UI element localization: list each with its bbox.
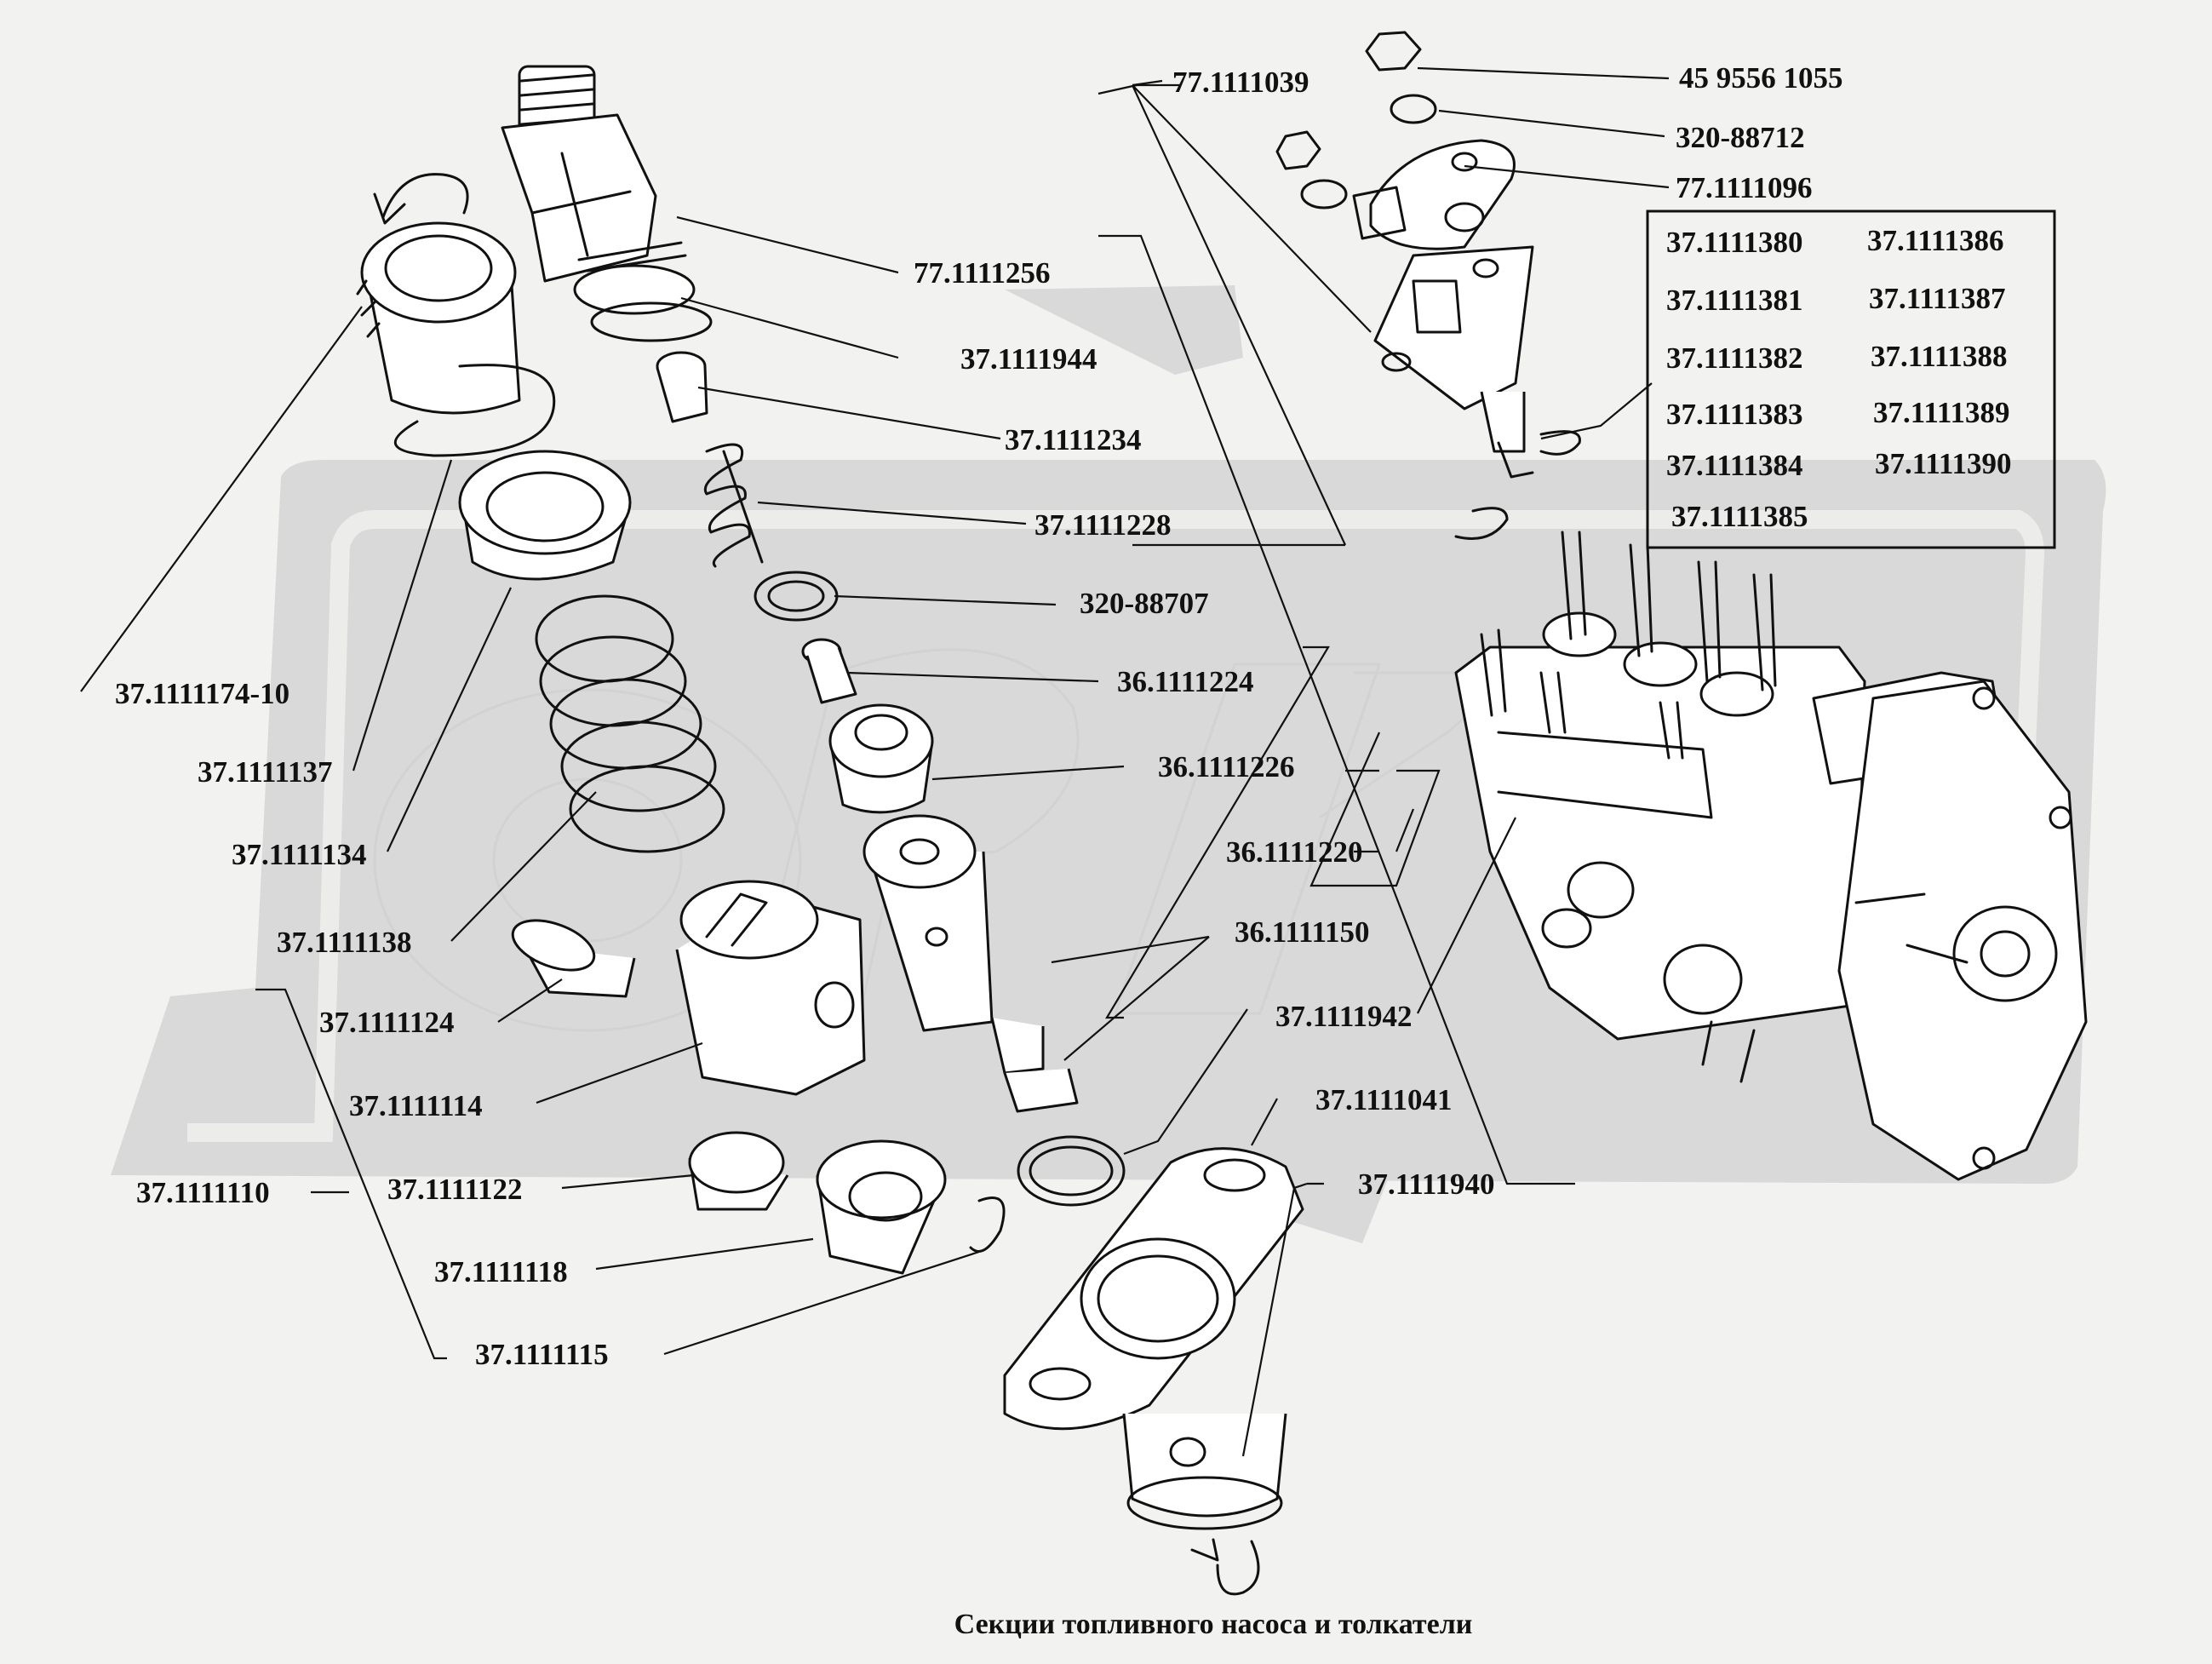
- valve-spring: [704, 443, 764, 568]
- part-labels: 45 9556 1055 320-88712 77.1111096 77.111…: [115, 61, 1843, 1371]
- part-label: 37.1111228: [1034, 508, 1171, 542]
- part-label: 37.1111114: [349, 1089, 483, 1122]
- part-label: 77.1111039: [1172, 66, 1309, 99]
- part-label: 37.1111174-10: [115, 677, 289, 710]
- part-label: 37.1111138: [277, 926, 412, 959]
- part-label: 37.1111134: [232, 838, 367, 871]
- variant-cell: 37.1111380: [1666, 226, 1802, 259]
- small-valve: [801, 638, 857, 704]
- o-ring: [1017, 1135, 1126, 1207]
- part-label: 36.1111226: [1158, 750, 1294, 783]
- plunger-spring: [535, 594, 725, 853]
- part-label: 77.1111256: [914, 256, 1050, 290]
- spring-seat: [458, 450, 632, 581]
- variants-table-frame: [1646, 209, 2056, 549]
- rotate-arrow-icon: [1190, 1538, 1260, 1596]
- variant-cell: 37.1111388: [1871, 340, 2007, 373]
- part-label: 37.1111944: [960, 342, 1097, 376]
- delivery-valve: [656, 351, 708, 423]
- variant-cell: 37.1111384: [1666, 449, 1802, 482]
- part-label: 320-88707: [1080, 587, 1209, 620]
- part-label: 37.1111110: [136, 1176, 270, 1209]
- part-label: 36.1111224: [1117, 665, 1253, 698]
- part-label: 37.1111234: [1005, 423, 1141, 456]
- variant-cell: 37.1111381: [1666, 284, 1802, 317]
- part-label: 36.1111150: [1235, 915, 1370, 949]
- part-label: 45 9556 1055: [1679, 61, 1843, 95]
- part-label: 320-88712: [1676, 121, 1805, 154]
- fuel-pump-body: [1454, 531, 2088, 1181]
- figure-caption: Секции топливного насоса и толкатели: [954, 1609, 1473, 1640]
- variant-cell: 37.1111382: [1666, 341, 1802, 375]
- delivery-valve-holder: [501, 65, 713, 342]
- variant-cell: 37.1111385: [1671, 500, 1808, 533]
- rotate-arrow-icon: [373, 173, 469, 225]
- variants-table: 37.1111380 37.1111386 37.1111381 37.1111…: [1666, 224, 2011, 533]
- tappet-roller: [816, 1139, 947, 1275]
- leader-lines: [80, 66, 1670, 1457]
- part-label: 37.1111118: [434, 1255, 568, 1288]
- part-label: 37.1111122: [387, 1173, 523, 1206]
- control-sleeve: [356, 221, 521, 415]
- tappet-body: [675, 880, 866, 1096]
- section-housing-flange: [1003, 1147, 1304, 1530]
- part-label: 37.1111041: [1315, 1083, 1452, 1116]
- part-label: 37.1111137: [198, 755, 333, 789]
- part-label: 77.1111096: [1676, 171, 1812, 204]
- tappet-roller-bush: [688, 1131, 789, 1211]
- part-label: 36.1111220: [1226, 835, 1362, 869]
- part-label: 37.1111124: [319, 1006, 455, 1039]
- variant-cell: 37.1111386: [1867, 224, 2003, 257]
- variant-cell: 37.1111390: [1875, 447, 2011, 480]
- plunger-sleeve-cap: [828, 703, 934, 814]
- roller-retaining-ring: [969, 1196, 1006, 1253]
- part-label: 37.1111940: [1358, 1168, 1494, 1201]
- variant-cell: 37.1111387: [1869, 282, 2005, 315]
- tappet-pin: [511, 919, 636, 998]
- part-label: 37.1111942: [1275, 1000, 1412, 1033]
- variant-cell: 37.1111389: [1873, 396, 2009, 429]
- plunger-pair: [862, 814, 1079, 1113]
- part-label: 37.1111115: [475, 1338, 609, 1371]
- variant-cell: 37.1111383: [1666, 398, 1802, 431]
- snap-ring: [393, 364, 556, 457]
